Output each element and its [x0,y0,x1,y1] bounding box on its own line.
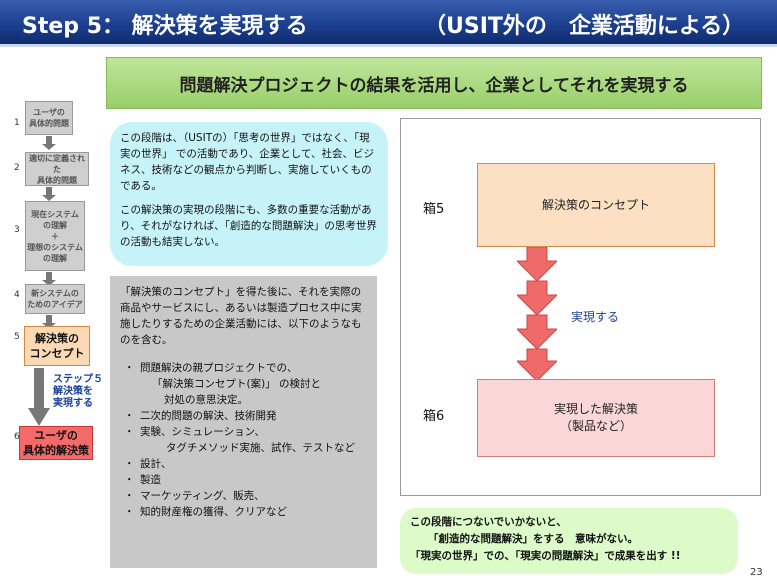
bubble-paragraph-2: この解決策の実現の段階にも、多数の重要な活動があり、それがなければ、「創造的な問… [120,204,377,248]
activities-intro: 「解決策のコンセプト」を得た後に、それを実際の商品やサービスにし、あるいは製造プ… [120,286,362,346]
realized-line-1: 実現した解決策 [553,402,638,416]
concept-box: 解決策のコンセプト [477,163,715,247]
conclusion-note: この段階につないでいかないと、 「創造的な問題解決」をする 意味がない。 「現実… [400,508,738,574]
step-number-5: 5 [14,332,20,342]
flow-step-2: 適切に定義された 具体的問題 [25,152,89,186]
list-item: 製造 [124,472,367,488]
concept-diagram: 箱5 解決策のコンセプト 実現する 箱6 実現した解決策 （製品など） [400,118,761,496]
slide-subtitle: （USIT外の 企業活動による） [424,14,745,39]
flow-arrow-icon [42,136,56,150]
list-item: 二次的問題の解決、技術開発 [124,408,367,424]
realize-arrows-icon [517,247,557,381]
flow-arrow-icon [42,187,56,201]
realized-line-2: （製品など） [559,419,632,433]
step-number-3: 3 [14,225,20,235]
step-number-4: 4 [14,290,20,300]
note-line-1: この段階につないでいかないと、 [410,516,567,528]
slide-title: Step 5： 解決策を実現する [22,14,308,39]
list-item: 問題解決の親プロジェクトでの、 「解決策コンセプト(案)」 の検討と 対処の意思… [124,360,367,408]
realized-solution-box: 実現した解決策 （製品など） [477,379,715,457]
concept-box-text: 解決策のコンセプト [541,197,650,212]
flow-arrow-icon [42,272,56,286]
bubble-paragraph-1: この段階は、（USITの）「思考の世界」ではなく、「現実の世界」 での活動であり… [120,132,374,192]
step-number-6: 6 [14,432,20,442]
step-number-2: 2 [14,163,20,173]
banner: 問題解決プロジェクトの結果を活用し、企業としてそれを実現する [106,57,762,109]
note-line-3: 「現実の世界」での、「現実の問題解決」で成果を出す !! [410,550,681,562]
list-item: 知的財産権の獲得、クリアなど [124,504,367,520]
flow-step-1: ユーザの 具体的問題 [25,101,73,135]
page-number: 23 [750,567,763,578]
list-item: 設計、 [124,456,367,472]
flow-arrow-icon [42,315,56,329]
header-divider [0,44,777,47]
context-bubble: この段階は、（USITの）「思考の世界」ではなく、「現実の世界」 での活動であり… [110,122,388,266]
box6-label: 箱6 [423,409,445,424]
note-line-2: 「創造的な問題解決」をする 意味がない。 [428,533,638,545]
activities-list: 問題解決の親プロジェクトでの、 「解決策コンセプト(案)」 の検討と 対処の意思… [120,360,367,520]
step5-label: ステップ５ 解決策を 実現する [53,374,103,409]
flow-step-4: 新システムの ためのアイデア [25,284,85,314]
step-number-1: 1 [14,118,20,128]
realize-label: 実現する [571,310,620,324]
list-item: マーケッティング、販売、 [124,488,367,504]
list-item: 実験、シミュレーション、 タグチメソッド実施、試作、テストなど [124,424,367,456]
flow-step-5: 解決策の コンセプト [24,326,90,366]
flow-step-3: 現在システム の理解 ＋ 理想のシステム の理解 [25,201,85,271]
activities-panel: 「解決策のコンセプト」を得た後に、それを実際の商品やサービスにし、あるいは製造プ… [110,276,377,568]
flow-step-6: ユーザの 具体的解決策 [19,426,93,460]
slide-header: Step 5： 解決策を実現する （USIT外の 企業活動による） [0,0,777,44]
box5-label: 箱5 [423,202,445,217]
big-down-arrow-icon [28,368,50,426]
